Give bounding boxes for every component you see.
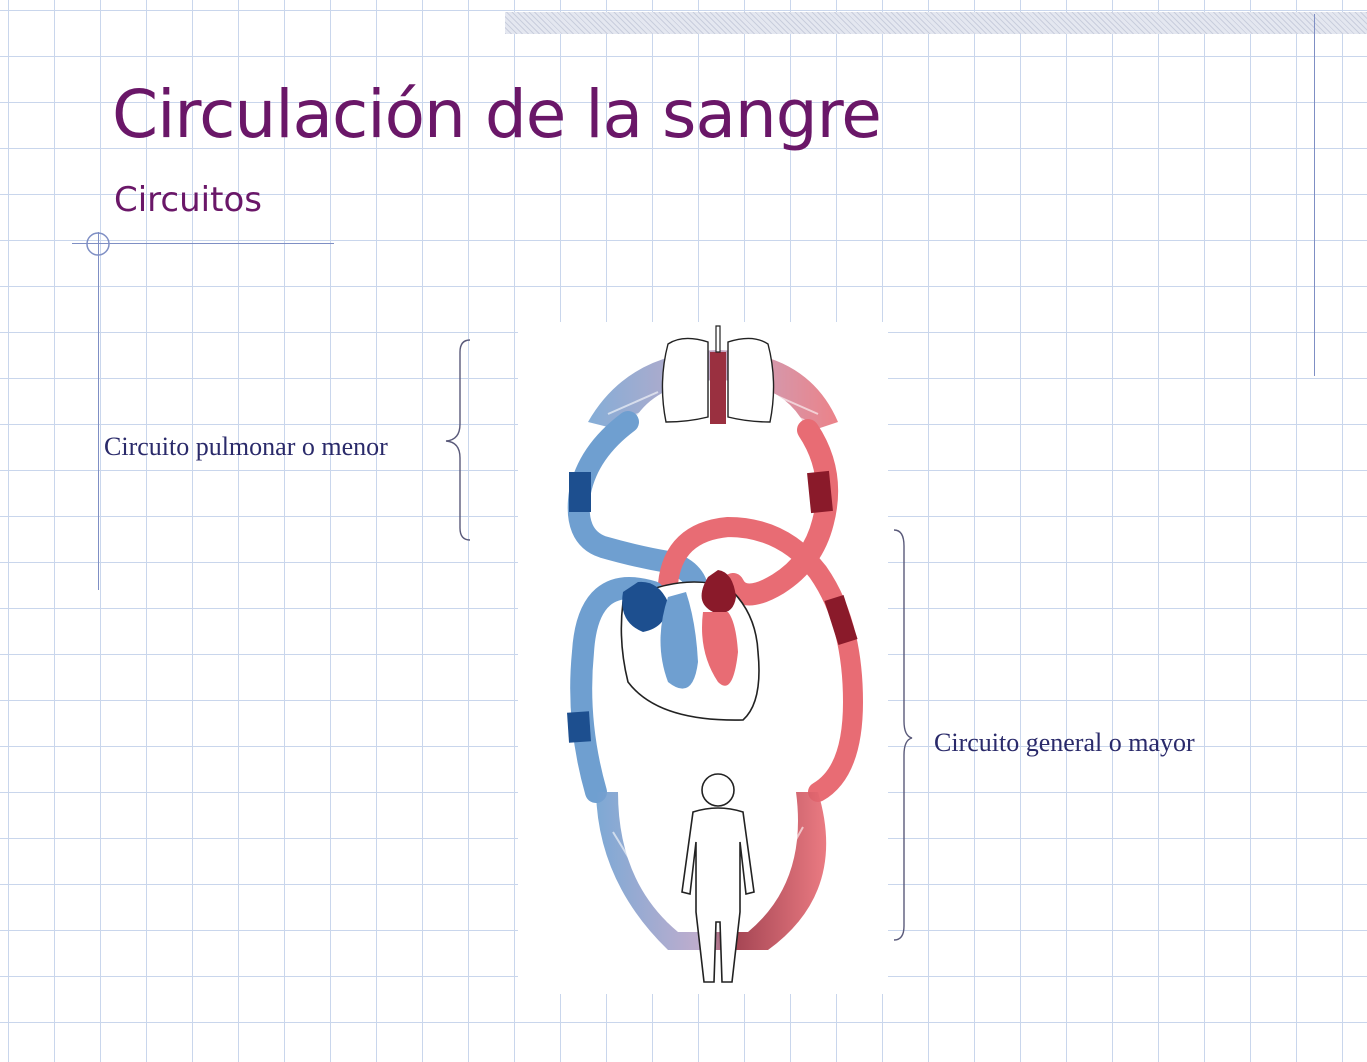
top-band-decoration [505,12,1367,34]
systemic-capillaries [596,792,827,950]
circulation-diagram [567,325,864,983]
human-body-icon [681,773,755,983]
right-rule-line [1314,14,1315,376]
pulmonary-circuit-label: Circuito pulmonar o menor [104,432,388,461]
systemic-brace [893,529,913,941]
slide-subtitle: Circuitos [114,180,262,220]
aorta [658,516,864,802]
lungs-icon [661,325,775,424]
vena-cava [570,577,664,803]
systemic-circuit-label: Circuito general o mayor [934,728,1195,757]
left-rule-line [98,232,99,590]
title-underline [72,243,334,244]
pulmonary-brace [445,339,471,541]
crosshair-icon [86,232,110,256]
slide-title: Circulación de la sangre [112,76,882,153]
heart-icon [620,570,760,721]
pulmonary-capillaries [588,350,838,432]
